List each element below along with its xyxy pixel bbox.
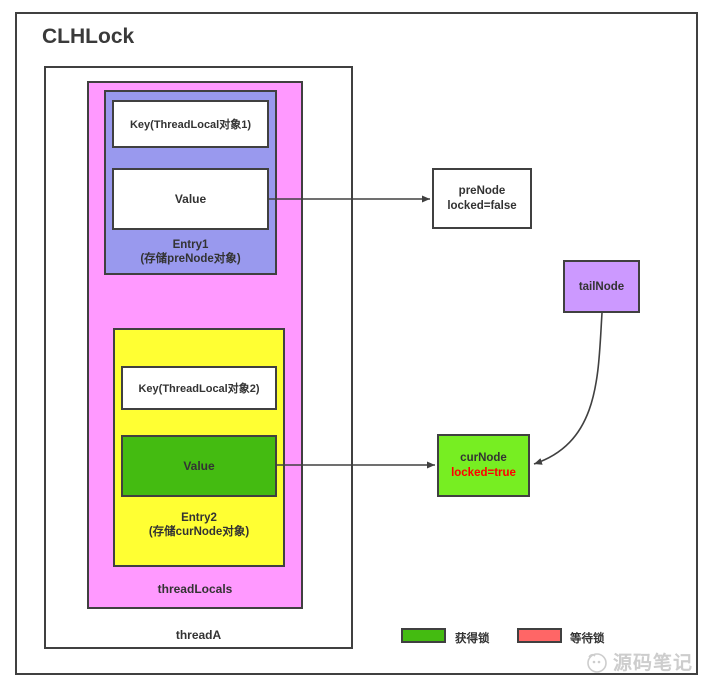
thread-locals-label: threadLocals (157, 582, 233, 596)
entry2-key-label: Key(ThreadLocal对象2) (138, 383, 260, 395)
legend-waiting-swatch (517, 628, 562, 643)
entry1-label-line2: (存储preNode对象) (140, 253, 241, 266)
entry2-value-label: Value (183, 459, 215, 473)
entry2-label: Entry2 (存储curNode对象) (113, 511, 285, 540)
entry2-key-box: Key(ThreadLocal对象2) (121, 366, 277, 410)
entry1-key-box: Key(ThreadLocal对象1) (112, 100, 269, 148)
tail-node-box: tailNode (563, 260, 640, 313)
entry1-label-line1: Entry1 (172, 239, 209, 251)
legend-waiting-label: 等待锁 (570, 633, 605, 645)
entry2-label-line2: (存储curNode对象) (148, 526, 250, 539)
pre-node-name: preNode (458, 184, 506, 197)
pre-node-box: preNode locked=false (432, 168, 532, 229)
watermark-text: 源码笔记 (613, 653, 694, 674)
watermark-logo-icon (587, 652, 607, 673)
legend-acquired-label: 获得锁 (455, 633, 490, 645)
tail-node-label: tailNode (578, 280, 625, 293)
cur-node-box: curNode locked=true (437, 434, 530, 497)
cur-node-name: curNode (460, 451, 507, 464)
entry1-key-label: Key(ThreadLocal对象1) (129, 119, 252, 131)
entry2-label-line1: Entry2 (181, 512, 217, 524)
thread-a-label: threadA (175, 628, 222, 642)
diagram-title: CLHLock (42, 25, 135, 48)
pre-node-locked-state: locked=false (447, 199, 517, 212)
entry2-value-box: Value (121, 435, 277, 497)
entry1-value-box: Value (112, 168, 269, 230)
cur-node-locked-state: locked=true (451, 466, 516, 479)
legend-acquired-swatch (401, 628, 446, 643)
entry1-value-label: Value (174, 192, 207, 206)
watermark: 源码笔记 (585, 648, 693, 675)
entry1-label: Entry1 (存储preNode对象) (104, 238, 277, 267)
